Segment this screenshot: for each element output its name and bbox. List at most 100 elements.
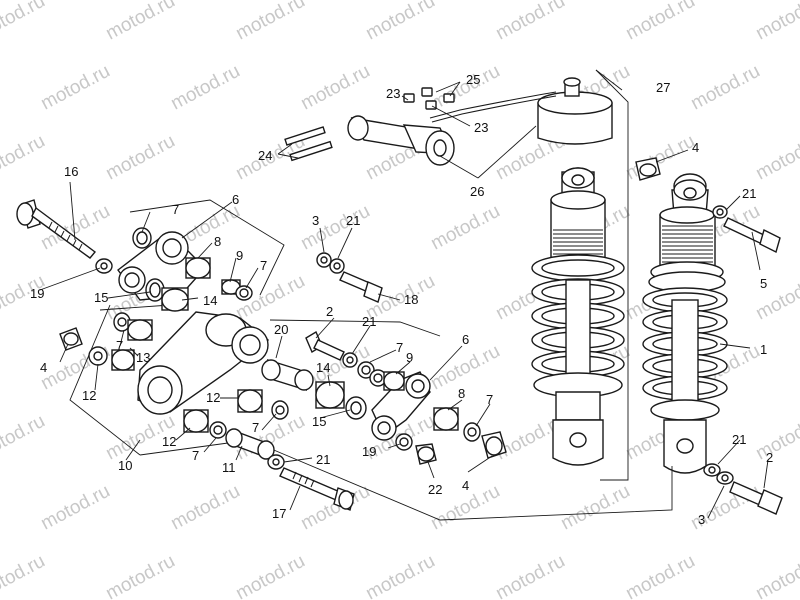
callout-21: 21 xyxy=(742,186,756,201)
watermark-text: motod.ru xyxy=(622,0,698,44)
callout-7: 7 xyxy=(252,420,259,435)
callout-27: 27 xyxy=(656,80,670,95)
callout-18: 18 xyxy=(404,292,418,307)
linkage-arm-lower xyxy=(137,311,270,415)
callout-10: 10 xyxy=(118,458,132,473)
callout-2: 2 xyxy=(766,450,773,465)
bushings-lower-left xyxy=(59,312,153,371)
callout-12: 12 xyxy=(162,434,176,449)
callout-9: 9 xyxy=(406,350,413,365)
callout-7: 7 xyxy=(396,340,403,355)
callout-21: 21 xyxy=(732,432,746,447)
callout-2: 2 xyxy=(326,304,333,319)
callout-21: 21 xyxy=(362,314,376,329)
watermark-text: motod.ru xyxy=(102,551,178,600)
callout-21: 21 xyxy=(316,452,330,467)
callout-4: 4 xyxy=(462,478,469,493)
callout-5: 5 xyxy=(760,276,767,291)
watermark-text: motod.ru xyxy=(557,481,633,535)
callout-3: 3 xyxy=(312,213,319,228)
watermark-text: motod.ru xyxy=(0,551,49,600)
callout-25: 25 xyxy=(466,72,480,87)
callout-7: 7 xyxy=(192,448,199,463)
callout-12: 12 xyxy=(206,390,220,405)
watermark-text: motod.ru xyxy=(0,411,49,465)
watermark-text: motod.ru xyxy=(752,551,800,600)
shock-absorber-with-reservoir xyxy=(531,69,629,481)
watermark-text: motod.ru xyxy=(362,0,438,44)
callout-23: 23 xyxy=(386,86,400,101)
callout-26: 26 xyxy=(470,184,484,199)
callout-20: 20 xyxy=(274,322,288,337)
callout-7: 7 xyxy=(486,392,493,407)
watermark-text: motod.ru xyxy=(362,551,438,600)
callout-15: 15 xyxy=(312,414,326,429)
watermark-text: motod.ru xyxy=(0,0,49,44)
watermark-text: motod.ru xyxy=(492,0,568,44)
watermark-text: motod.ru xyxy=(752,0,800,44)
callout-7: 7 xyxy=(116,338,123,353)
callout-24: 24 xyxy=(258,148,272,163)
watermark-text: motod.ru xyxy=(427,201,503,255)
watermark-text: motod.ru xyxy=(232,551,308,600)
callout-4: 4 xyxy=(40,360,47,375)
spacer-20 xyxy=(261,358,314,392)
callout-6: 6 xyxy=(462,332,469,347)
leader-lines xyxy=(39,69,769,519)
watermark-text: motod.ru xyxy=(752,131,800,185)
callout-8: 8 xyxy=(214,234,221,249)
bushings-middle xyxy=(183,389,289,470)
callout-19: 19 xyxy=(362,444,376,459)
watermark-text: motod.ru xyxy=(0,131,49,185)
watermark-text: motod.ru xyxy=(492,551,568,600)
bolt-17 xyxy=(279,467,355,511)
hardware-18 xyxy=(316,252,383,303)
callout-17: 17 xyxy=(272,506,286,521)
watermark-text: motod.ru xyxy=(427,61,503,115)
right-hardware xyxy=(635,157,783,515)
hardware-cluster-lower xyxy=(395,407,507,465)
reservoir-26 xyxy=(429,77,613,145)
shock-absorber-1 xyxy=(642,173,728,474)
callout-22: 22 xyxy=(428,482,442,497)
watermark-text: motod.ru xyxy=(687,61,763,115)
watermark-text: motod.ru xyxy=(37,61,113,115)
bolt-2-left xyxy=(305,330,375,379)
callout-14: 14 xyxy=(316,360,330,375)
watermark-text: motod.ru xyxy=(297,201,373,255)
watermark-text: motod.ru xyxy=(622,551,698,600)
group-bracket-lines xyxy=(69,199,673,521)
callout-1: 1 xyxy=(760,342,767,357)
callout-23: 23 xyxy=(474,120,488,135)
linkage-arm-upper xyxy=(117,231,206,301)
watermark-text: motod.ru xyxy=(37,481,113,535)
watermark-text: motod.ru xyxy=(102,0,178,44)
callout-12: 12 xyxy=(82,388,96,403)
watermark-text: motod.ru xyxy=(427,341,503,395)
callout-9: 9 xyxy=(236,248,243,263)
watermark-text: motod.ru xyxy=(167,481,243,535)
callout-labels: 16 19 7 6 8 9 7 15 14 3 21 18 23 25 23 2… xyxy=(30,72,773,527)
callout-11: 11 xyxy=(222,460,236,475)
callout-15: 15 xyxy=(94,290,108,305)
watermark-text: motod.ru xyxy=(102,131,178,185)
callout-14: 14 xyxy=(203,293,217,308)
callout-16: 16 xyxy=(64,164,78,179)
callout-19: 19 xyxy=(30,286,44,301)
callout-6: 6 xyxy=(232,192,239,207)
watermark-text: motod.ru xyxy=(752,411,800,465)
callout-3: 3 xyxy=(698,512,705,527)
callout-21: 21 xyxy=(346,213,360,228)
callout-7: 7 xyxy=(172,202,179,217)
remote-adjuster-assembly xyxy=(284,87,455,166)
callout-8: 8 xyxy=(458,386,465,401)
callout-13: 13 xyxy=(136,350,150,365)
callout-7: 7 xyxy=(260,258,267,273)
watermark-text: motod.ru xyxy=(167,61,243,115)
callout-4: 4 xyxy=(692,140,699,155)
bolt-16 xyxy=(16,199,97,259)
linkage-bracket-middle xyxy=(315,369,431,441)
watermark-text: motod.ru xyxy=(232,0,308,44)
watermark-text: motod.ru xyxy=(297,61,373,115)
